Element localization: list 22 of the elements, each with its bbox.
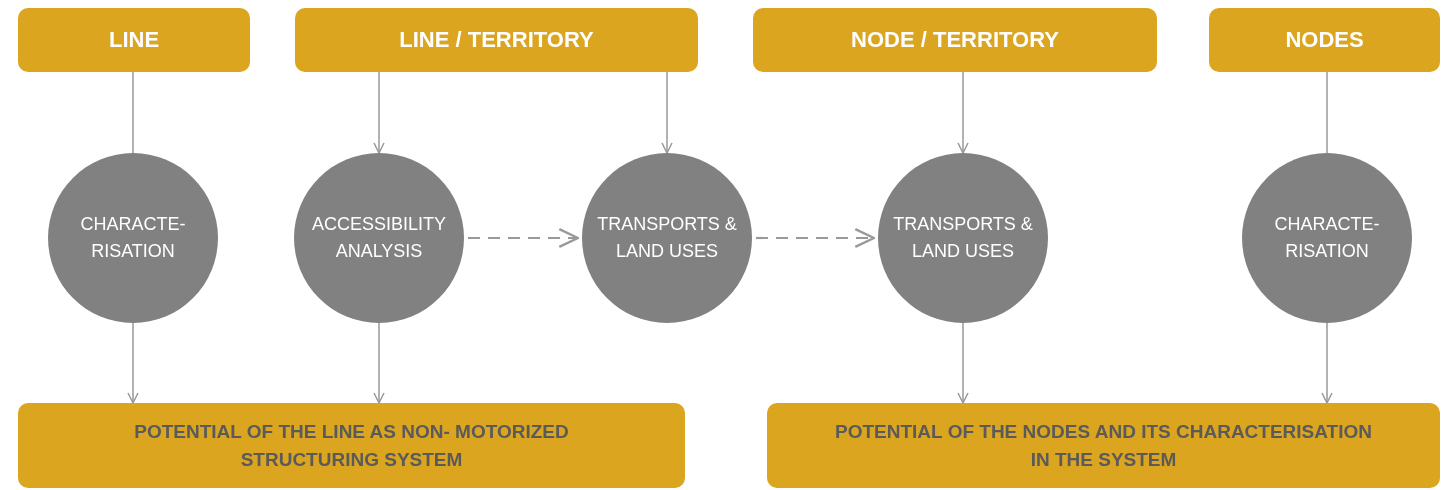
process-circle: CHARACTE- RISATION — [48, 153, 218, 323]
process-circle: ACCESSIBILITY ANALYSIS — [294, 153, 464, 323]
arrow — [373, 71, 385, 154]
header-box: NODES — [1209, 8, 1440, 72]
arrow — [957, 322, 969, 404]
result-box: POTENTIAL OF THE LINE AS NON- MOTORIZED STRUCTURING SYSTEM — [18, 403, 685, 488]
connector-line — [132, 71, 134, 154]
header-box: LINE / TERRITORY — [295, 8, 698, 72]
process-circle: CHARACTE- RISATION — [1242, 153, 1412, 323]
header-box: NODE / TERRITORY — [753, 8, 1157, 72]
arrow — [661, 71, 673, 154]
dashed-arrow — [468, 228, 580, 248]
connector-line — [1326, 71, 1328, 154]
arrow — [1321, 322, 1333, 404]
process-circle: TRANSPORTS & LAND USES — [582, 153, 752, 323]
header-box: LINE — [18, 8, 250, 72]
arrow — [127, 322, 139, 404]
arrow — [373, 322, 385, 404]
dashed-arrow — [756, 228, 876, 248]
result-box: POTENTIAL OF THE NODES AND ITS CHARACTERISATION IN THE SYSTEM — [767, 403, 1440, 488]
process-circle: TRANSPORTS & LAND USES — [878, 153, 1048, 323]
arrow — [957, 71, 969, 154]
